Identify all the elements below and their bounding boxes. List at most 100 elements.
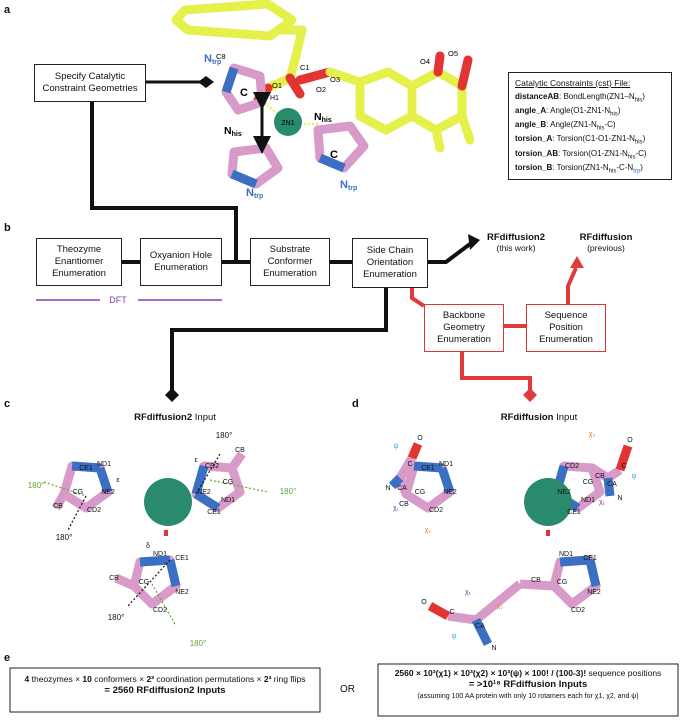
or-label: OR: [340, 684, 355, 695]
n-his-label-2: Nhis: [314, 111, 332, 124]
panel-label-a: a: [4, 4, 11, 16]
connector-diamond: [198, 76, 214, 88]
backbone-box: Backbone Geometry Enumeration: [424, 304, 504, 352]
cst-line: angle_B: Angle(ZN1-Nhis-C): [515, 120, 616, 132]
panel-c-dashes: [43, 453, 269, 627]
right-count-line2: = >10¹⁸ RFdiffusion Inputs: [468, 679, 588, 691]
panel-d-chi2b: χ₂: [589, 431, 596, 438]
panel-d-ne2b: NE2: [557, 489, 571, 496]
panel-c-ce1c: CE1: [175, 555, 189, 562]
oxyanion-box: Oxyanion Hole Enumeration: [140, 238, 222, 286]
left-count-line2: = 2560 RFdiffusion2 Inputs: [104, 685, 226, 697]
panel-c-cd2b: CD2: [205, 463, 219, 470]
panel-c-cd2a: CD2: [87, 507, 101, 514]
panel-d-psi3: ψ: [452, 633, 457, 640]
cst-line: angle_A: Angle(O1-ZN1-Nhis): [515, 106, 621, 118]
panel-d-o2: O: [627, 437, 633, 444]
panel-c-title-rest: Input: [192, 412, 216, 423]
atom-o1: O1: [272, 81, 282, 90]
cst-line: torsion_A: Torsion(C1-O1-ZN1-Nhis): [515, 134, 646, 146]
right-count-line3: (assuming 100 AA protein with only 10 ro…: [417, 693, 639, 701]
panel-d-n1: N: [385, 485, 390, 492]
panel-d-cga: CG: [415, 489, 426, 496]
panel-c-zinc: [144, 478, 192, 526]
black-flow-lines: [90, 102, 472, 390]
panel-c-title-bold: RFdiffusion2: [134, 412, 193, 423]
panel-d-cd2b: CD2: [565, 463, 579, 470]
rfd2-output-sub: (this work): [496, 243, 536, 253]
panel-c-angle-a6: 180°: [190, 639, 207, 648]
panel-d-nd1c: ND1: [559, 551, 573, 558]
n-trp-label-1: Ntrp: [204, 53, 221, 66]
atom-o3: O3: [330, 75, 340, 84]
trp-ring-top: [221, 63, 267, 115]
panel-d-title-bold: RFdiffusion: [500, 412, 554, 423]
panel-c-ne2b: NE2: [197, 489, 211, 496]
panel-c-eps1: ε: [116, 477, 119, 484]
panel-d-title-rest: Input: [553, 412, 578, 423]
panel-d-ce1b: CE1: [567, 509, 581, 516]
red-flow-lines: [410, 267, 578, 390]
panel-c-delta: δ: [146, 543, 150, 550]
panel-d-cgb: CG: [583, 479, 594, 486]
trp-ring-bottom: [227, 143, 283, 189]
panel-d-ce1c: CE1: [583, 555, 597, 562]
panel-label-b: b: [4, 222, 11, 234]
panel-label-d: d: [352, 398, 359, 410]
rfd-output-sub: (previous): [587, 243, 625, 253]
zinc-atom: [274, 108, 302, 136]
panel-c-cbc: CB: [109, 575, 119, 582]
panel-d-cba: CB: [399, 501, 409, 508]
substrate-molecule: [171, 0, 475, 153]
panel-c-cba: CB: [53, 503, 63, 510]
panel-d-ca1: CA: [397, 485, 407, 492]
atom-o2: O2: [316, 85, 326, 94]
cst-line: torsion_AB: Torsion(O1-ZN1-Nhis-C): [515, 148, 647, 161]
cst-title: Catalytic Constraints (cst) File:: [515, 78, 631, 88]
theozyme-box: Theozyme Enantiomer Enumeration: [36, 238, 122, 286]
panel-d-chi1a: χ₁: [393, 505, 400, 512]
atom-c8: C8: [216, 52, 226, 61]
right-count-box-frame: [377, 663, 679, 717]
n-trp-label-3: Ntrp: [340, 179, 357, 192]
panel-d-nd1b: ND1: [581, 497, 595, 504]
cst-line: distanceAB: BondLength(ZN1–Nhis): [515, 92, 645, 104]
panel-d-c2: C: [621, 463, 626, 470]
panel-d-o3: O: [421, 599, 427, 606]
panel-d-title: RFdiffusion Input: [474, 412, 604, 423]
cst-file-box: Catalytic Constraints (cst) File: distan…: [508, 72, 672, 180]
panel-c-ne2a: NE2: [101, 489, 115, 496]
panel-c-cd2c: CD2: [153, 607, 167, 614]
panel-d-ne2a: NE2: [443, 489, 457, 496]
panel-d-chi2c: χ₂: [497, 603, 504, 610]
panel-d-oxygen-mark: [546, 530, 550, 536]
rfd-input-diamond: [523, 388, 537, 402]
panel-c-angle-a5: 180°: [108, 613, 125, 622]
panel-c-angle-a4: 180°: [56, 533, 73, 542]
panel-d-chi1b: χ₁: [599, 499, 606, 506]
panel-d-chi2a: χ₂: [425, 527, 432, 534]
cst-lines: distanceAB: BondLength(ZN1–Nhis) angle_A:…: [515, 91, 665, 176]
panel-d-nd1a: ND1: [439, 461, 453, 468]
atom-o4: O4: [420, 57, 430, 66]
panel-d-cbb: CB: [595, 473, 605, 480]
sidechain-box: Side Chain Orientation Enumeration: [352, 238, 428, 288]
panel-d-ca3: CA: [475, 623, 485, 630]
panel-label-e: e: [4, 652, 11, 664]
panel-d-ca2: CA: [607, 481, 617, 488]
substrate-box: Substrate Conformer Enumeration: [250, 238, 330, 286]
panel-c-nd1c: ND1: [153, 551, 167, 558]
panel-d-psi1: ψ: [394, 443, 399, 450]
rfd-arrowhead: [570, 256, 584, 268]
panel-c-ce1a: CE1: [79, 465, 93, 472]
panel-d-c3: C: [449, 609, 454, 616]
panel-d-c1: C: [407, 461, 412, 468]
n-his-label-1: Nhis: [224, 125, 242, 138]
panel-c-angle-a2: 180°: [28, 481, 45, 490]
panel-c-nd1b: ND1: [221, 497, 235, 504]
panel-c-eps2: ε: [194, 457, 197, 464]
trp-ring-right: [313, 121, 369, 173]
panel-c-cga: CG: [73, 489, 84, 496]
panel-d-psi2: ψ: [632, 473, 637, 480]
